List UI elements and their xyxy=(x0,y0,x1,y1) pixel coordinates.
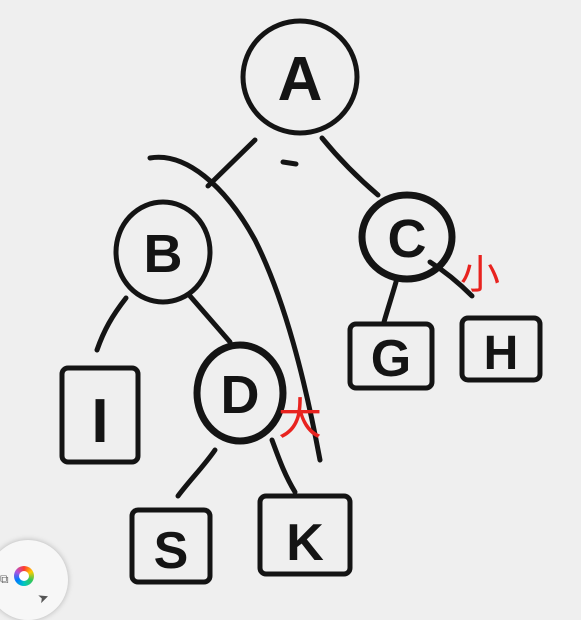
tree-edges xyxy=(94,135,475,499)
edge-b-i xyxy=(94,295,129,353)
edge-d-s xyxy=(175,447,218,499)
edge-c-g xyxy=(381,279,399,325)
node-g: G xyxy=(347,321,435,391)
node-a: A xyxy=(240,18,360,136)
edge-d-k xyxy=(269,437,298,495)
node-c: C xyxy=(358,191,456,283)
node-a-label: A xyxy=(278,45,323,114)
edge-a-b xyxy=(205,137,258,189)
node-i: I xyxy=(59,365,141,465)
node-b-label: B xyxy=(144,224,183,284)
node-g-label: G xyxy=(371,330,411,388)
color-wheel-icon[interactable] xyxy=(14,566,34,586)
node-d: D xyxy=(193,341,287,445)
node-c-label: C xyxy=(388,209,427,269)
edge-c-h xyxy=(427,259,475,299)
node-s-label: S xyxy=(154,522,189,580)
annotation-small: 小 xyxy=(460,253,500,297)
small-dash xyxy=(280,159,299,167)
node-i-label: I xyxy=(91,387,108,456)
layers-icon[interactable]: ⧉ xyxy=(0,572,9,586)
node-d-label: D xyxy=(221,365,260,425)
edge-b-d xyxy=(187,293,233,345)
node-h-label: H xyxy=(484,327,519,380)
node-s: S xyxy=(129,507,213,585)
tree-diagram: A B C D I G H S K 小 大 xyxy=(59,18,543,585)
annotation-big: 大 xyxy=(278,395,322,444)
edge-a-c xyxy=(319,135,381,198)
node-k: K xyxy=(257,493,353,577)
divider-curve xyxy=(147,154,323,463)
node-k-label: K xyxy=(286,514,324,572)
node-b: B xyxy=(113,199,213,305)
node-h: H xyxy=(459,315,543,383)
